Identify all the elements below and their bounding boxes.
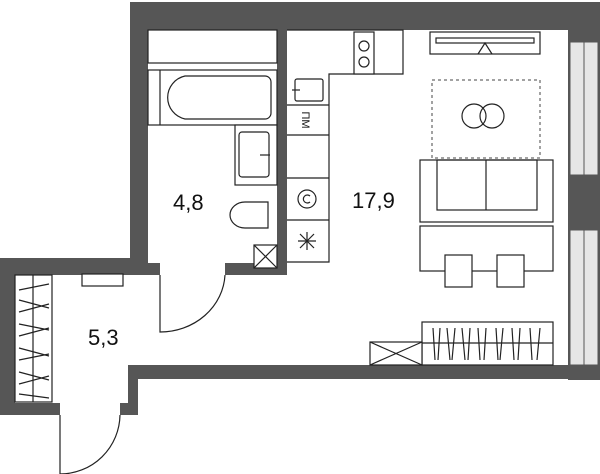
sofa-icon: [419, 159, 554, 223]
bathtub-icon: [147, 69, 278, 126]
wall-partition: [277, 30, 287, 268]
wall-bathroom-left: [130, 2, 148, 275]
wall-bottom: [128, 365, 600, 379]
bathroom-door[interactable]: [159, 274, 226, 333]
hallway-wardrobe-icon: [14, 274, 53, 403]
wall-bath-bottom-left: [148, 263, 160, 275]
wall-hall-left: [0, 258, 15, 415]
ventilation-shaft-icon: [253, 244, 278, 269]
wall-hall-bottom: [0, 403, 60, 415]
hallway-area: 5,3: [88, 325, 119, 350]
dishwasher-label: ПМ: [299, 111, 311, 128]
stove-icon: [353, 31, 375, 75]
kitchen-sink-icon: [292, 78, 324, 102]
living-area: 17,9: [352, 188, 395, 213]
tv-icon: [429, 31, 541, 55]
bathroom-shelf: [147, 29, 278, 64]
toilet-icon: [229, 201, 269, 229]
kitchen-counter: [287, 29, 404, 263]
boiler-icon: [298, 232, 316, 250]
entrance-door[interactable]: [59, 414, 121, 474]
wardrobe-icon: [421, 321, 554, 366]
wall-step: [128, 365, 138, 415]
bathroom-area: 4,8: [173, 190, 204, 215]
sink-icon: [234, 124, 278, 186]
shaft-icon: [369, 341, 423, 366]
wall-hall-top: [0, 258, 148, 275]
radiator-icon: [81, 273, 124, 287]
washing-machine-icon: [297, 189, 317, 209]
dining-table-icon: [419, 225, 554, 288]
coffee-table-icon: [431, 79, 541, 159]
wall-top: [130, 2, 600, 30]
